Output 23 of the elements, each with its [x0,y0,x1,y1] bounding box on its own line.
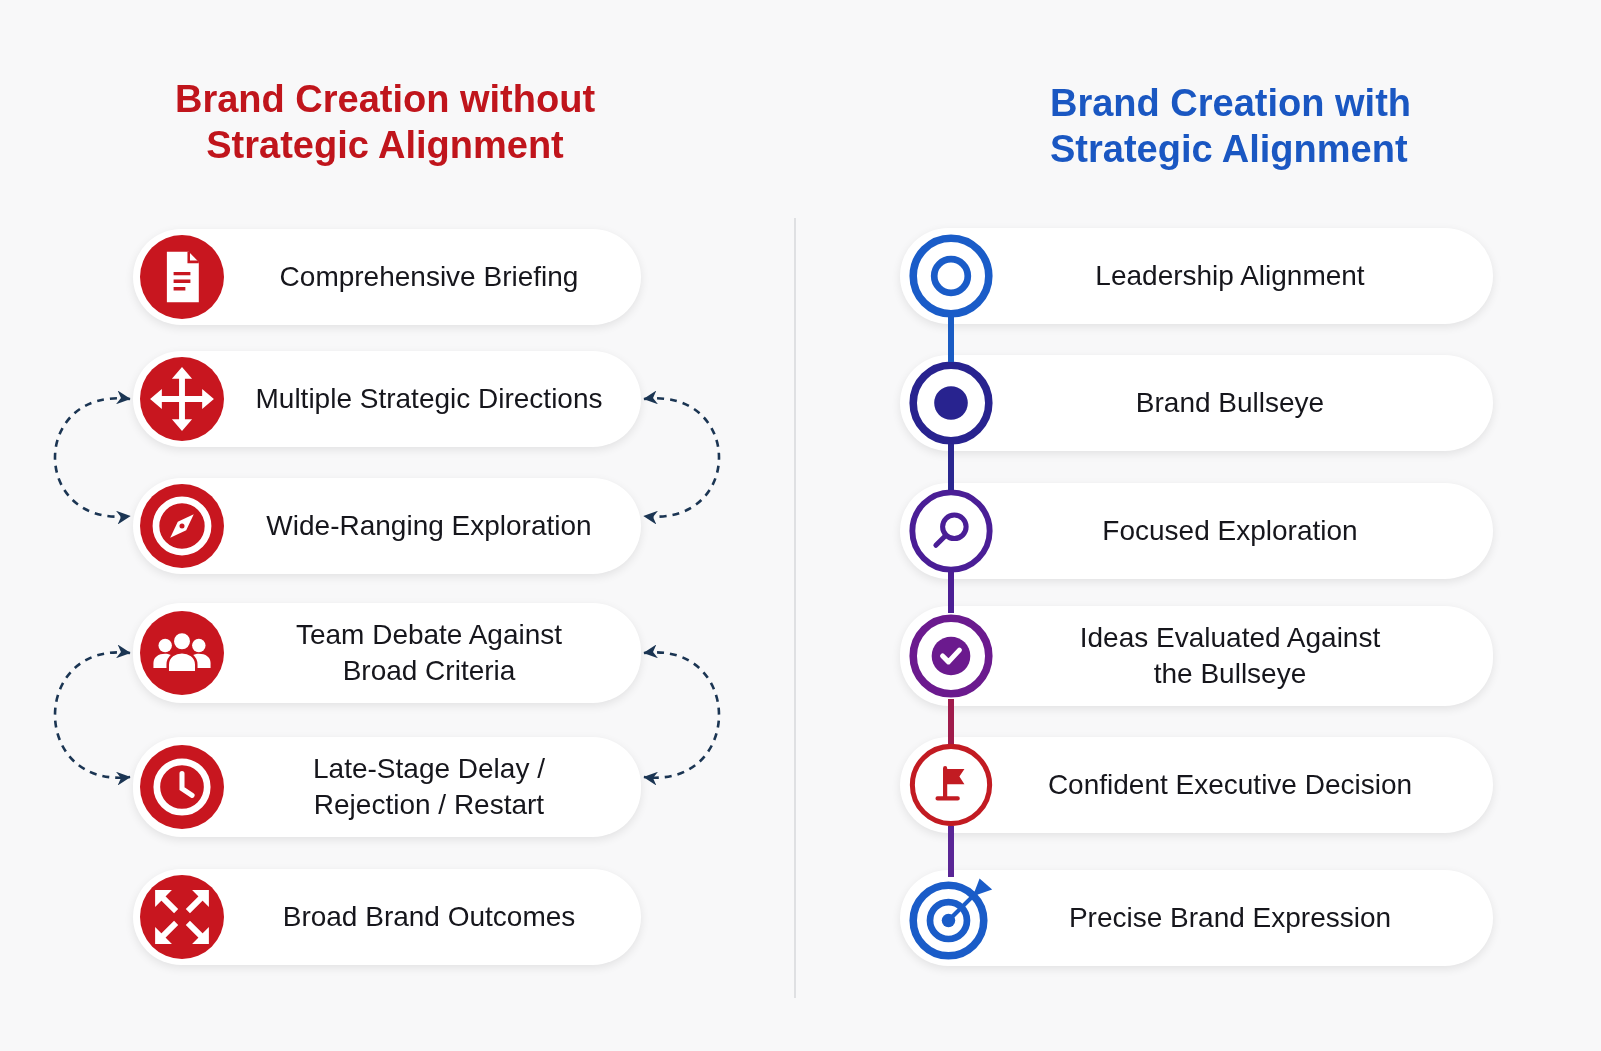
connector-line [948,317,954,362]
step-label: Precise Brand Expression [1068,900,1392,935]
step-label: Leadership Alignment [1095,258,1365,293]
dashed-loop-arrow [53,392,131,523]
step-label: Brand Bullseye [1135,385,1325,420]
step-label: Multiple Strategic Directions [255,381,603,416]
step-label: Wide-Ranging Exploration [266,508,592,543]
dashed-loop-arrow [643,392,721,523]
step-label: Late-Stage Delay / Rejection / Restart [312,751,546,822]
step-label: Comprehensive Briefing [279,259,579,294]
dashed-loop-arrow [643,646,721,784]
step-label: Broad Brand Outcomes [282,899,576,934]
connector-line [948,572,954,613]
step-label: Team Debate Against Broad Criteria [294,617,564,688]
step-label: Focused Exploration [1102,513,1358,548]
connector-line [948,699,954,744]
column-heading: Brand Creation with Strategic Alignment [1050,81,1413,173]
column-heading: Brand Creation without Strategic Alignment [173,77,597,169]
step-label: Ideas Evaluated Against the Bullseye [1078,620,1382,691]
dashed-loop-arrow [53,646,131,784]
connector-line [948,444,954,490]
connector-line [948,826,954,877]
step-label: Confident Executive Decision [1047,767,1413,802]
